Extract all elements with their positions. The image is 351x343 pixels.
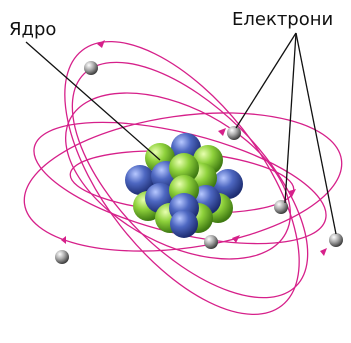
electrons-label: Електрони [232, 9, 334, 30]
nucleus [125, 133, 243, 238]
electron [329, 233, 343, 247]
electron [84, 61, 98, 75]
orbit-3 [64, 40, 300, 316]
orbit-1 [23, 112, 343, 252]
leader-lines [25, 32, 337, 235]
orbit-5 [64, 92, 292, 260]
arrow-icon [232, 235, 240, 243]
electron [274, 200, 288, 214]
nucleus-leader [25, 41, 161, 161]
electron [55, 250, 69, 264]
electrons [55, 61, 343, 264]
electron [204, 235, 218, 249]
arrow-icon [218, 128, 226, 136]
electron [227, 126, 241, 140]
electron-leader-2 [284, 32, 297, 204]
arrow-icon [289, 189, 296, 197]
arrow-icon [97, 40, 105, 48]
electron-leader-3 [295, 32, 337, 235]
arrow-icon [320, 248, 327, 256]
arrow-icon [61, 236, 66, 244]
nucleus-label: Ядро [9, 19, 57, 40]
electron-leader-1 [235, 32, 297, 129]
orbit-4 [71, 61, 309, 299]
orbit-arrows [61, 40, 327, 256]
